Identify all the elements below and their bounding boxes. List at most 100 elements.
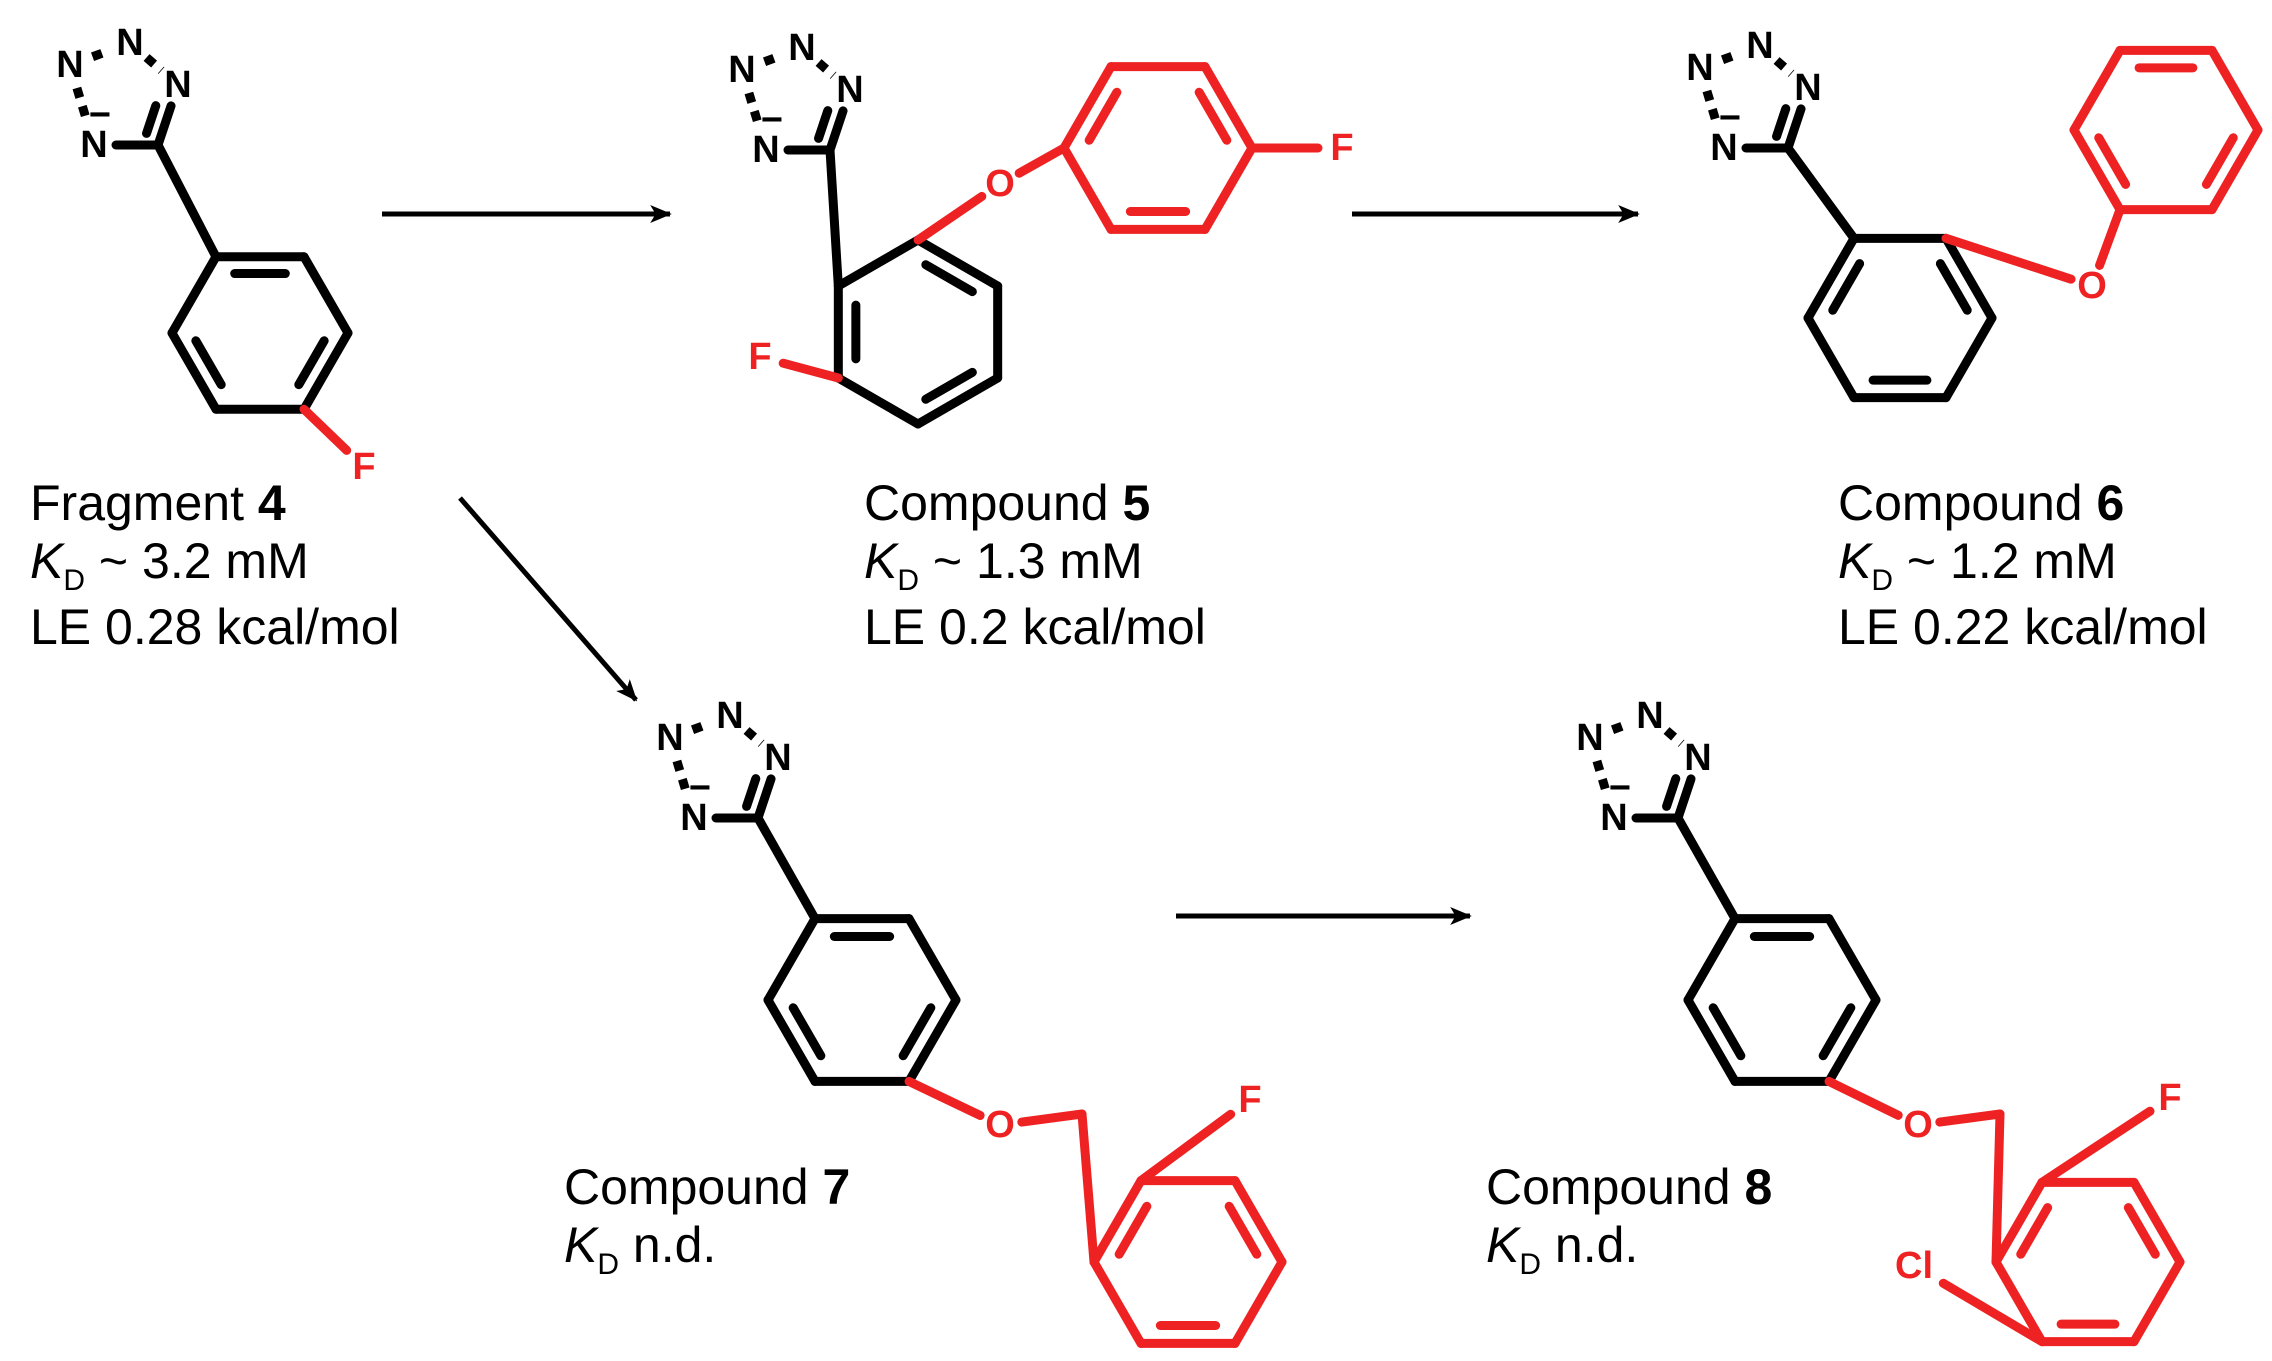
bond [753,774,776,823]
atom-n: N [752,129,779,171]
le-line: LE 0.28 kcal/mol [30,599,400,655]
bond [833,373,923,429]
bond [743,727,765,747]
atom-n: N [56,44,83,86]
bond [2016,1203,2053,1259]
bond [762,51,783,66]
bond [1200,143,1257,234]
bond [825,145,843,291]
bond [142,101,161,138]
bond [1673,813,1740,924]
label-compound-7: Compound 7 KD n.d. [564,1158,850,1282]
atom-n: N [1684,737,1711,779]
bond [788,1003,826,1061]
bond [1059,62,1116,153]
atom-n: N [116,22,143,64]
bond [299,328,353,414]
atom-f: F [1330,127,1353,169]
arrow-4-to-7 [458,496,638,702]
atom-n: N [1746,25,1773,67]
bond [690,719,711,734]
bond [2207,125,2263,215]
bond [921,260,977,297]
bond [1017,1109,1087,1127]
atom-f: F [352,446,375,488]
atom-o: O [985,1104,1015,1146]
bond [1224,1201,1262,1259]
kd-line: KD ~ 1.2 mM [1838,533,2117,597]
bond [1708,1003,1746,1061]
atom-n: N [1794,67,1821,109]
bond [167,252,221,338]
bond [1089,1176,1146,1267]
bond [2201,133,2238,189]
bond [191,336,226,390]
bond [1592,759,1612,799]
charge-minus: − [89,94,111,136]
kd-line: KD ~ 3.2 mM [30,533,309,597]
label-compound-8: Compound 8 KD n.d. [1486,1158,1772,1282]
bond [898,1003,936,1061]
bond [2037,1106,2155,1187]
compound-title: Fragment 4 [30,475,286,531]
bond [825,106,848,155]
bond [1991,1109,2005,1267]
reaction-arrows [382,205,1640,925]
bond [143,54,165,74]
bond [2095,205,2125,270]
charge-minus: − [761,99,783,141]
charge-minus: − [689,767,711,809]
bond [1938,1278,2047,1347]
atom-n: N [1686,47,1713,89]
bond [1773,57,1795,77]
bond [1663,727,1685,747]
bond [1941,313,1997,403]
compound-title: Compound 7 [564,1159,851,1215]
bond [672,759,692,799]
bond [1935,1109,2005,1127]
bond [1014,143,1069,178]
atom-o: O [985,163,1015,205]
bond [1136,1109,1236,1186]
bond [2207,45,2263,135]
atom-n: N [80,124,107,166]
label-fragment-4: Fragment 4 KD ~ 3.2 mM LE 0.28 kcal/mol [30,474,400,656]
bond [1200,62,1257,153]
bond [2129,1177,2185,1267]
bond [1991,1177,2047,1267]
bond [1828,259,1865,315]
bond [1084,87,1122,145]
atom-f: F [2158,1077,2181,1119]
bond [921,367,977,404]
bond [1935,259,1972,315]
bond [1059,143,1116,234]
label-compound-5: Compound 5 KD ~ 1.3 mM LE 0.2 kcal/mol [864,474,1206,656]
bond [904,1076,985,1120]
bond [1662,774,1681,811]
bond [1089,1257,1146,1348]
atom-n: N [1576,717,1603,759]
atom-n: N [1600,797,1627,839]
compound-title: Compound 6 [1838,475,2125,531]
atom-n: N [764,737,791,779]
label-compound-6: Compound 6 KD ~ 1.2 mM LE 0.22 kcal/mol [1838,474,2208,656]
bond [763,995,820,1086]
bond [2094,133,2131,189]
bond [153,140,221,262]
bond [1077,1109,1099,1267]
le-line: LE 0.2 kcal/mol [864,599,1206,655]
atom-n: N [728,49,755,91]
bond [299,404,352,455]
bond [167,328,221,414]
bond [1803,233,1859,323]
atom-n: N [1636,695,1663,737]
bond [904,995,961,1086]
bond [1683,995,1740,1086]
atom-o: O [2077,265,2107,307]
bond [2123,1203,2160,1259]
